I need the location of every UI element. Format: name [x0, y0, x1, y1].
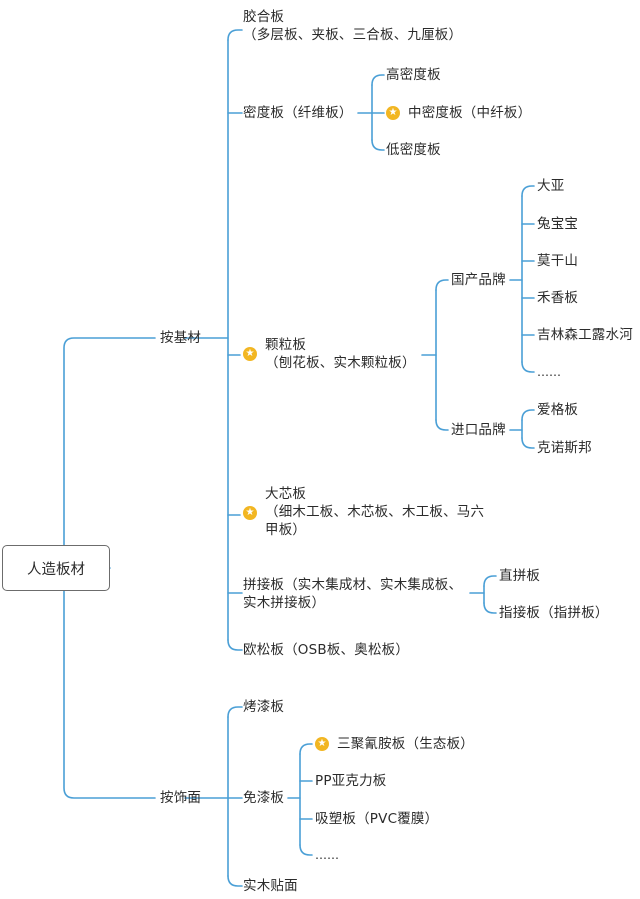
node-medium-density: 中密度板（中纤板） — [408, 104, 531, 122]
node-particle-board: 颗粒板 （刨花板、实木颗粒板） — [265, 336, 416, 372]
brand-item: 大亚 — [537, 177, 564, 195]
finger-jointed-label: 指接板（指拼板） — [499, 605, 609, 621]
node-paint-free: 免漆板 — [243, 789, 284, 807]
paint-free-more-label: …… — [315, 848, 339, 862]
blockboard-sub-1: （细木工板、木芯板、木工板、马六 — [265, 504, 485, 520]
node-paint-free-more: …… — [315, 846, 339, 864]
node-blockboard: 大芯板 （细木工板、木芯板、木工板、马六 甲板） — [265, 485, 484, 539]
brand-item: 兔宝宝 — [537, 215, 578, 233]
brand-item-more: …… — [537, 363, 561, 381]
brand-label: 兔宝宝 — [537, 216, 579, 232]
finger-joint-line-2: 实木拼接板） — [243, 595, 326, 611]
blockboard-title: 大芯板 — [265, 486, 307, 502]
star-icon: ★ — [243, 506, 257, 520]
veneer-label: 实木贴面 — [243, 878, 298, 894]
node-by-substrate-label: 按基材 — [160, 330, 202, 346]
node-pp-acrylic: PP亚克力板 — [315, 772, 386, 790]
melamine-label: 三聚氰胺板（生态板） — [337, 736, 474, 752]
brand-label: 克诺斯邦 — [537, 440, 592, 456]
node-straight-joint: 直拼板 — [499, 567, 540, 585]
lacquer-label: 烤漆板 — [243, 699, 285, 715]
medium-density-label: 中密度板（中纤板） — [408, 105, 532, 121]
finger-joint-line-1: 拼接板（实木集成材、实木集成板、 — [243, 577, 463, 593]
brand-label: …… — [537, 365, 561, 379]
node-by-finish-label: 按饰面 — [160, 790, 202, 806]
node-domestic-brands: 国产品牌 — [451, 271, 506, 289]
brand-item: 吉林森工露水河 — [537, 326, 633, 344]
node-blister: 吸塑板（PVC覆膜） — [315, 810, 438, 828]
plywood-sub: （多层板、夹板、三合板、九厘板） — [243, 27, 463, 43]
node-veneer: 实木贴面 — [243, 877, 298, 895]
node-high-density: 高密度板 — [386, 66, 441, 84]
node-melamine: 三聚氰胺板（生态板） — [337, 735, 474, 753]
node-plywood: 胶合板 （多层板、夹板、三合板、九厘板） — [243, 8, 462, 44]
osb-label: 欧松板（OSB板、奥松板） — [243, 642, 410, 658]
root-label: 人造板材 — [27, 561, 85, 578]
star-icon: ★ — [243, 347, 257, 361]
brand-item: 莫干山 — [537, 252, 578, 270]
node-finger-jointed: 指接板（指拼板） — [499, 604, 609, 622]
node-finger-joint: 拼接板（实木集成材、实木集成板、 实木拼接板） — [243, 576, 462, 612]
brand-label: 吉林森工露水河 — [537, 327, 633, 343]
straight-joint-label: 直拼板 — [499, 568, 541, 584]
node-imported-brands: 进口品牌 — [451, 421, 506, 439]
brand-item: 克诺斯邦 — [537, 439, 592, 457]
brand-item: 禾香板 — [537, 289, 578, 307]
node-osb: 欧松板（OSB板、奥松板） — [243, 641, 409, 659]
node-by-substrate: 按基材 — [160, 329, 201, 347]
brand-label: 禾香板 — [537, 290, 579, 306]
brand-item: 爱格板 — [537, 401, 578, 419]
low-density-label: 低密度板 — [386, 142, 441, 158]
particle-board-title: 颗粒板 — [265, 337, 307, 353]
high-density-label: 高密度板 — [386, 67, 441, 83]
plywood-title: 胶合板 — [243, 9, 285, 25]
particle-board-sub: （刨花板、实木颗粒板） — [265, 355, 416, 371]
star-icon: ★ — [386, 106, 400, 120]
root-node: 人造板材 — [2, 545, 110, 591]
brand-label: 大亚 — [537, 178, 565, 194]
domestic-brands-label: 国产品牌 — [451, 272, 506, 288]
pp-acrylic-label: PP亚克力板 — [315, 773, 387, 789]
blockboard-sub-2: 甲板） — [265, 522, 307, 538]
node-lacquer: 烤漆板 — [243, 698, 284, 716]
node-by-finish: 按饰面 — [160, 789, 201, 807]
brand-label: 爱格板 — [537, 402, 579, 418]
paint-free-label: 免漆板 — [243, 790, 285, 806]
imported-brands-label: 进口品牌 — [451, 422, 506, 438]
brand-label: 莫干山 — [537, 253, 579, 269]
star-icon: ★ — [315, 737, 329, 751]
blister-label: 吸塑板（PVC覆膜） — [315, 811, 439, 827]
density-board-label: 密度板（纤维板） — [243, 105, 353, 121]
node-density-board: 密度板（纤维板） — [243, 104, 353, 122]
node-low-density: 低密度板 — [386, 141, 441, 159]
